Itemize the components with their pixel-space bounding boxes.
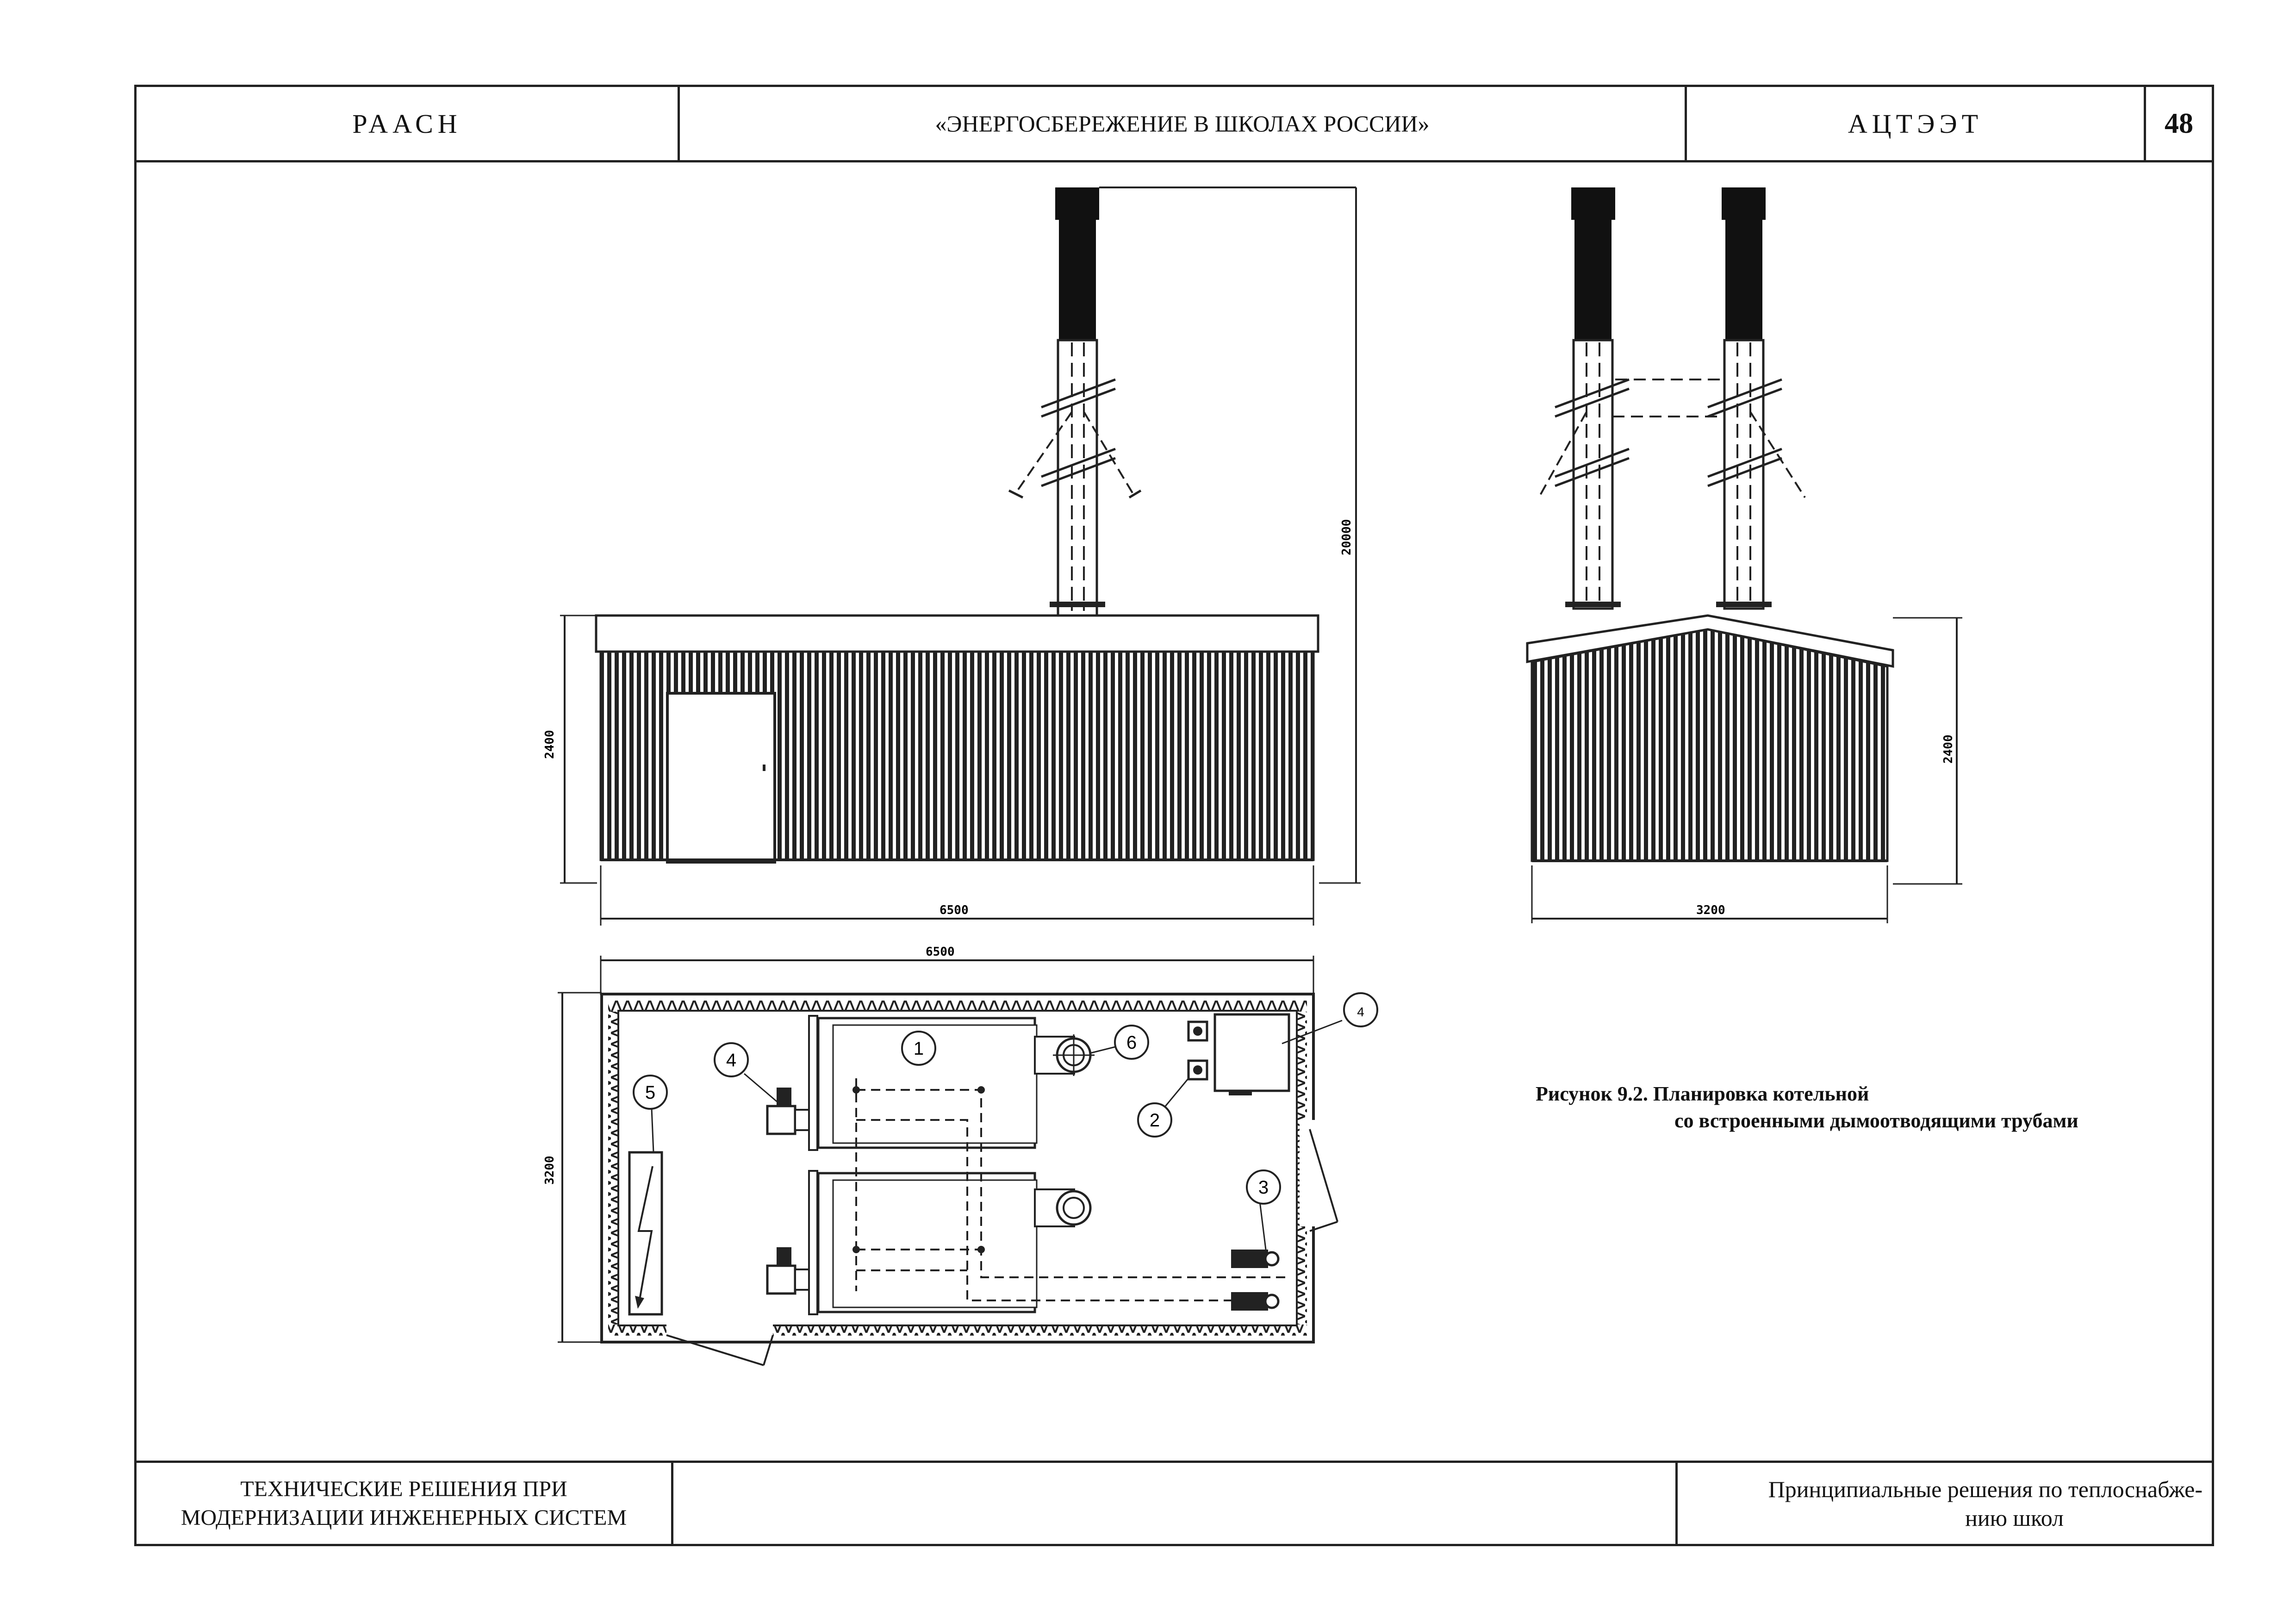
marker-4: 4 bbox=[726, 1050, 736, 1070]
footer-series: ТЕХНИЧЕСКИЕ РЕШЕНИЯ ПРИ МОДЕРНИЗАЦИИ ИНЖЕ… bbox=[137, 1463, 673, 1544]
header-agency: АЦТЭЭТ bbox=[1687, 87, 2146, 160]
side-elevation: 3200 2400 bbox=[1526, 187, 1962, 923]
page-frame: РААСН «ЭНЕРГОСБЕРЕЖЕНИЕ В ШКОЛАХ РОССИИ»… bbox=[134, 85, 2214, 1546]
front-door bbox=[666, 692, 776, 864]
marker-4-tank: 4 bbox=[1357, 1005, 1364, 1019]
marker-5: 5 bbox=[645, 1082, 655, 1103]
figure-caption: Рисунок 9.2. Планировка котельной со вст… bbox=[1536, 1081, 2078, 1134]
boiler-top bbox=[766, 1015, 1095, 1151]
footer-section: Принципиальные решения по теплоснабже-ни… bbox=[1678, 1463, 2212, 1544]
front-chimney bbox=[1008, 187, 1356, 617]
footer-series-line1: ТЕХНИЧЕСКИЕ РЕШЕНИЯ ПРИ bbox=[240, 1476, 567, 1501]
footer-middle bbox=[673, 1463, 1678, 1544]
side-chimney-right bbox=[1707, 187, 1806, 610]
side-wall bbox=[1531, 628, 1889, 862]
marker-6: 6 bbox=[1126, 1032, 1137, 1053]
boiler-bottom bbox=[766, 1170, 1092, 1315]
caption-line1: Рисунок 9.2. Планировка котельной bbox=[1536, 1082, 1869, 1105]
front-roof bbox=[595, 614, 1319, 653]
page-footer: ТЕХНИЧЕСКИЕ РЕШЕНИЯ ПРИ МОДЕРНИЗАЦИИ ИНЖЕ… bbox=[137, 1461, 2212, 1544]
header-organization: РААСН bbox=[137, 87, 680, 160]
page-number: 48 bbox=[2165, 107, 2193, 139]
caption-line2: со встроенными дымоотводящими трубами bbox=[1674, 1109, 2078, 1132]
marker-3: 3 bbox=[1258, 1177, 1269, 1198]
electrical-panel bbox=[628, 1151, 663, 1316]
footer-section-line1: Принципиальные решения по теплоснабже- bbox=[1768, 1476, 2203, 1502]
header-title: «ЭНЕРГОСБЕРЕЖЕНИЕ В ШКОЛАХ РОССИИ» bbox=[680, 87, 1687, 160]
front-height-dim: 2400 bbox=[543, 730, 557, 759]
side-roof bbox=[1526, 614, 1894, 668]
marker-1: 1 bbox=[914, 1038, 924, 1059]
footer-series-line2: МОДЕРНИЗАЦИИ ИНЖЕНЕРНЫХ СИСТЕМ bbox=[180, 1505, 627, 1530]
side-width-dim: 3200 bbox=[1696, 903, 1725, 917]
side-height-dim: 2400 bbox=[1941, 734, 1955, 764]
page-header: РААСН «ЭНЕРГОСБЕРЕЖЕНИЕ В ШКОЛАХ РОССИИ»… bbox=[137, 87, 2212, 162]
plan-length-dim: 6500 bbox=[926, 945, 955, 959]
expansion-tank bbox=[1213, 1013, 1290, 1092]
front-elevation: 6500 2400 20000 bbox=[543, 187, 1361, 926]
plan-width-dim: 3200 bbox=[543, 1156, 557, 1185]
front-length-dim: 6500 bbox=[940, 903, 969, 917]
marker-2: 2 bbox=[1150, 1110, 1160, 1131]
side-chimney-left bbox=[1538, 187, 1630, 610]
footer-section-line2: нию школ bbox=[1965, 1505, 2064, 1531]
floor-plan: 6500 3200 bbox=[543, 945, 1378, 1366]
chimney-height-dim: 20000 bbox=[1340, 519, 1354, 555]
